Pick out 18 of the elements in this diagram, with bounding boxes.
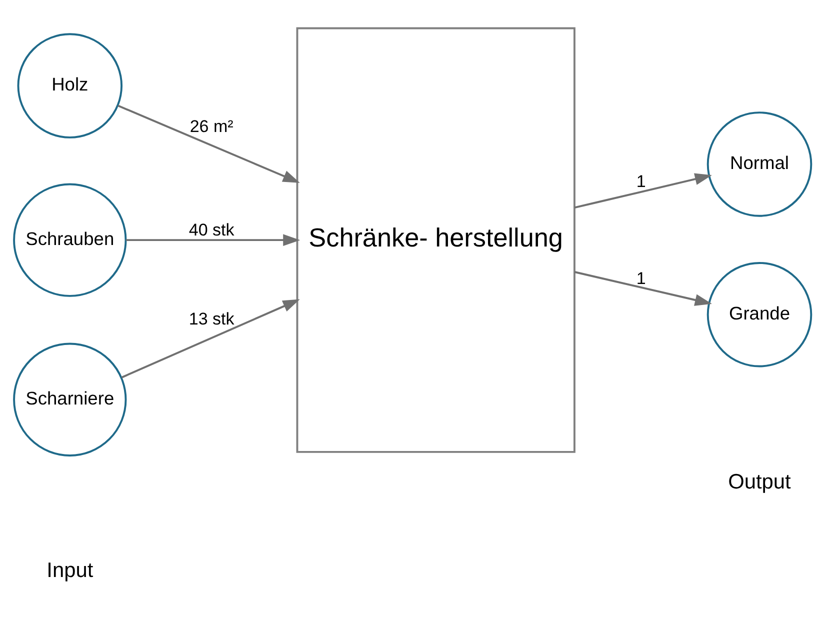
node-circle: Holz bbox=[17, 33, 123, 138]
arrow bbox=[126, 234, 300, 246]
node-box: Schränke- herstellung bbox=[296, 27, 576, 453]
edge-label: 40 stk bbox=[188, 220, 234, 240]
arrow bbox=[118, 104, 300, 183]
node-circle: Scharniere bbox=[13, 342, 127, 456]
node-circle: Normal bbox=[706, 112, 812, 217]
arrow bbox=[121, 299, 300, 378]
edge-label: 1 bbox=[636, 268, 646, 288]
arrow bbox=[574, 271, 712, 306]
node-circle: Grande bbox=[706, 262, 812, 368]
label: Output bbox=[728, 470, 791, 494]
edge-label: 13 stk bbox=[188, 309, 234, 328]
node-circle: Schrauben bbox=[13, 183, 127, 297]
edge-label: 1 bbox=[636, 172, 646, 191]
label: Input bbox=[46, 559, 94, 582]
edge-label: 26 m² bbox=[190, 117, 234, 136]
arrow bbox=[574, 173, 712, 209]
